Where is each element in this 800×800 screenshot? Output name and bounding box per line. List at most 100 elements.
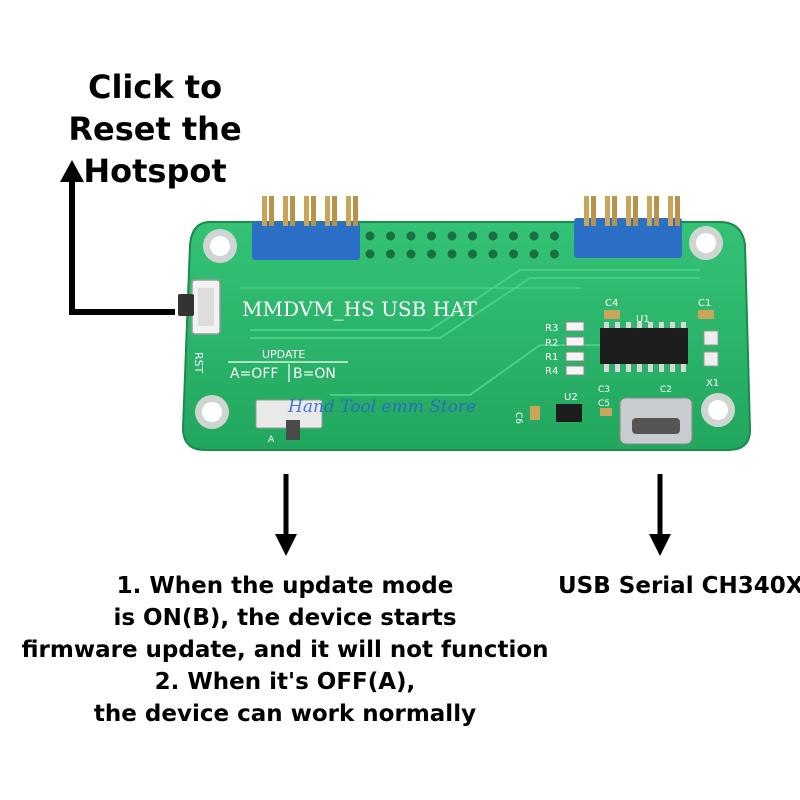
via-hole	[365, 249, 375, 259]
chip-leg	[626, 322, 631, 330]
update-mode-caption: 1. When the update mode is ON(B), the de…	[0, 570, 570, 730]
update-caption-line1: 1. When the update mode	[116, 573, 454, 599]
usb-caption: USB Serial CH340X	[558, 573, 800, 599]
header-pin	[353, 196, 358, 226]
chip-leg	[670, 362, 675, 372]
header-pin	[626, 196, 631, 226]
c3-label: C3	[598, 385, 610, 395]
via-hole	[447, 231, 457, 241]
update-caption-line4: 2. When it's OFF(A),	[154, 669, 416, 695]
store-watermark: Hand Tool emm Store	[287, 397, 476, 417]
via-hole	[427, 231, 436, 241]
header-pin	[668, 196, 673, 226]
header-pin	[304, 196, 309, 226]
chip-leg	[648, 322, 653, 330]
header-pin	[346, 196, 351, 226]
via-hole	[406, 231, 416, 241]
chip-leg	[637, 362, 642, 372]
mode-a-label: A=OFF	[230, 366, 278, 382]
chip-leg	[626, 362, 631, 372]
chip-leg	[637, 322, 642, 330]
crystal-pads	[703, 330, 719, 367]
reset-arrow	[60, 160, 175, 315]
pcb-board: RST MMDVM_HS USB HAT UPDATE A=OFF B=ON A…	[178, 196, 752, 451]
via-hole	[406, 249, 416, 259]
mounting-hole	[701, 393, 735, 427]
u2-label: U2	[564, 392, 578, 403]
reset-caption-line1: Click to	[87, 68, 223, 106]
via-hole	[550, 231, 559, 241]
update-label: UPDATE	[262, 348, 305, 361]
mounting-hole	[195, 395, 229, 429]
header-pin	[633, 196, 638, 226]
rst-label: RST	[192, 352, 205, 374]
via-hole	[468, 231, 477, 241]
header-pin	[332, 196, 337, 226]
header-pin	[612, 196, 617, 226]
pin-header-right	[574, 196, 682, 258]
header-pin	[675, 196, 680, 226]
via-hole	[386, 249, 395, 259]
r4-label: R4	[545, 366, 558, 377]
chip-leg	[659, 362, 664, 372]
pin-header-left	[252, 196, 360, 260]
reset-caption-line2: Reset the Hotspot	[68, 110, 242, 190]
header-pin	[262, 196, 267, 226]
header-pin	[269, 196, 274, 226]
mounting-hole	[689, 226, 723, 260]
c4-label: C4	[605, 298, 618, 309]
gpio-holes	[365, 231, 559, 259]
c1-label: C1	[698, 298, 711, 309]
r1-label: R1	[545, 352, 558, 363]
chip-leg	[604, 322, 609, 330]
ch340x-chip	[600, 322, 688, 372]
chip-leg	[604, 362, 609, 372]
update-caption-line2: is ON(B), the device starts	[113, 605, 457, 631]
via-hole	[509, 231, 518, 241]
header-pin	[605, 196, 610, 226]
update-switch[interactable]	[255, 399, 323, 440]
via-hole	[386, 231, 395, 241]
reset-switch[interactable]	[178, 279, 221, 335]
via-hole	[488, 249, 498, 259]
header-pin	[584, 196, 589, 226]
u1-label: U1	[636, 314, 650, 325]
c2-label: C2	[660, 385, 672, 395]
update-caption-line3: firmware update, and it will not functio…	[21, 637, 549, 663]
header-pin	[654, 196, 659, 226]
micro-usb-port[interactable]	[619, 397, 693, 445]
via-hole	[427, 249, 436, 259]
chip-leg	[681, 322, 686, 330]
r3-label: R3	[545, 323, 558, 334]
via-hole	[488, 231, 498, 241]
update-arrow	[275, 474, 297, 556]
via-hole	[468, 249, 477, 259]
via-hole	[550, 249, 559, 259]
via-hole	[529, 249, 539, 259]
chip-leg	[670, 322, 675, 330]
header-pin	[647, 196, 652, 226]
via-hole	[365, 231, 375, 241]
c5-label: C5	[598, 399, 610, 409]
via-hole	[529, 231, 539, 241]
header-pin	[591, 196, 596, 226]
via-hole	[509, 249, 518, 259]
mounting-hole	[203, 229, 237, 263]
switch-a-label: A	[268, 435, 275, 445]
reset-caption: Click to Reset the Hotspot	[0, 66, 310, 192]
chip-leg	[648, 362, 653, 372]
usb-arrow	[649, 474, 671, 556]
u2-regulator	[556, 404, 582, 422]
x1-label: X1	[706, 378, 719, 389]
header-pin	[283, 196, 288, 226]
chip-leg	[615, 322, 620, 330]
header-pin	[311, 196, 316, 226]
c6-label: C6	[513, 412, 523, 424]
header-pin	[325, 196, 330, 226]
r2-label: R2	[545, 338, 558, 349]
chip-leg	[659, 322, 664, 330]
mode-b-label: B=ON	[293, 366, 336, 382]
board-name: MMDVM_HS USB HAT	[242, 297, 477, 321]
resistor-group	[565, 321, 585, 376]
